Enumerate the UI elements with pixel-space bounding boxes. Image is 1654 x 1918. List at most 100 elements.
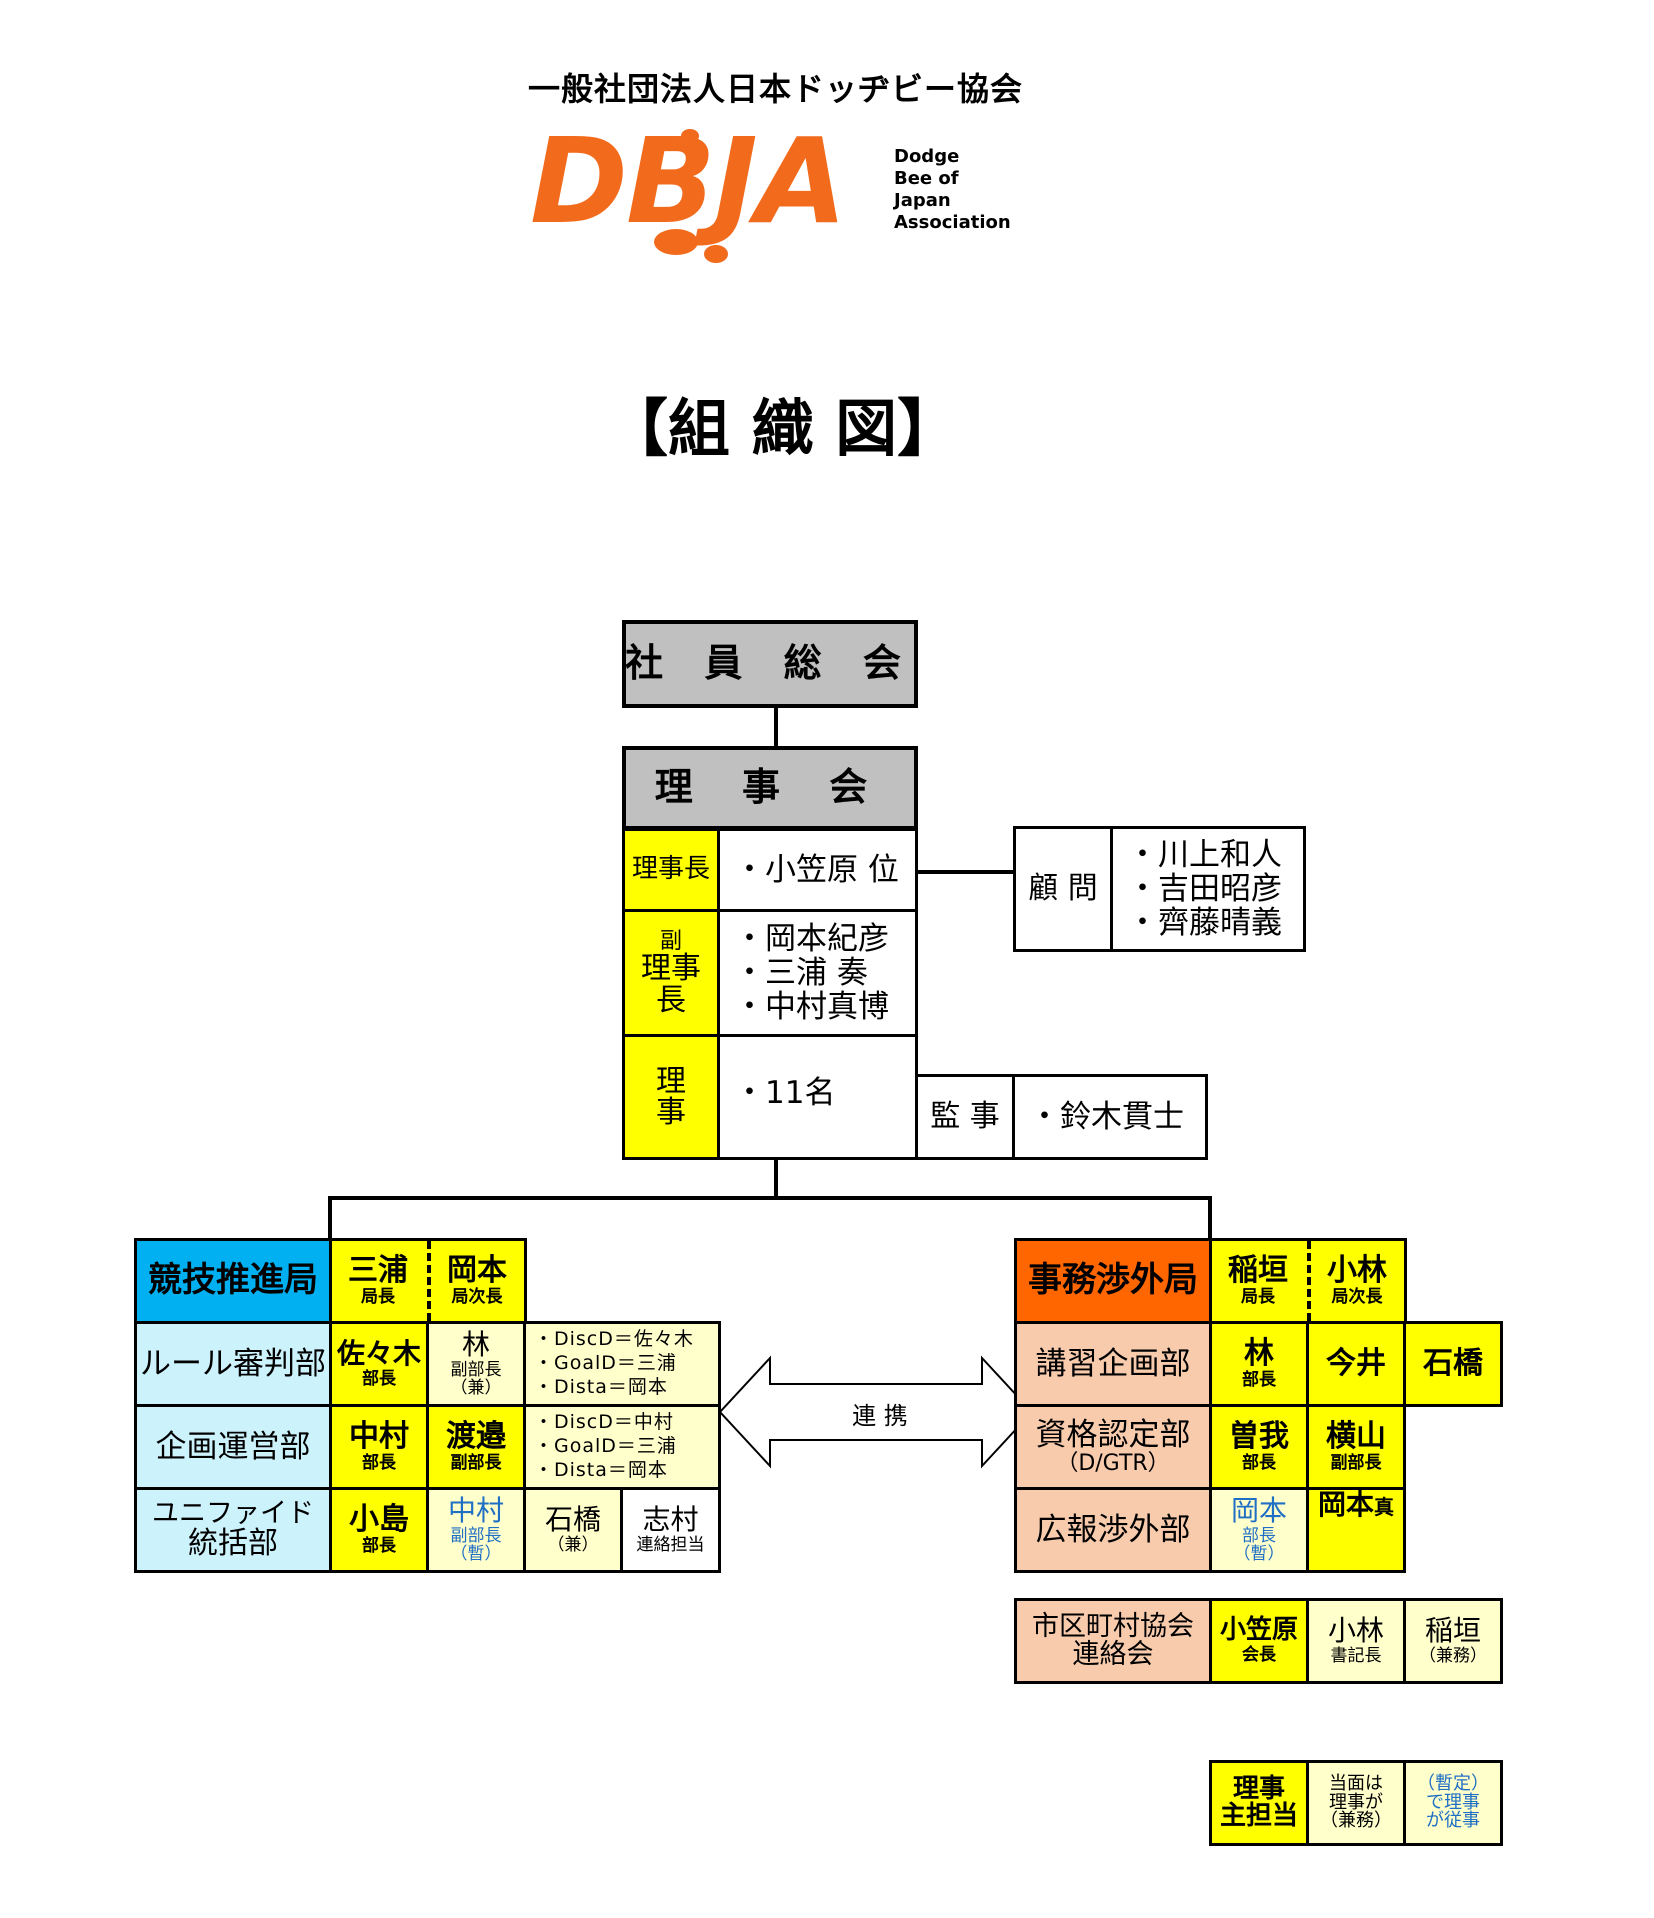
council-name: 市区町村協会 [1032, 1610, 1194, 1642]
member-role: 部長 [1242, 1525, 1276, 1546]
member-role: 副部長 [450, 1525, 502, 1546]
note-line: ・GoalD＝三浦 [534, 1435, 677, 1458]
left-bureau-name: 競技推進局 [148, 1260, 318, 1301]
dept-training: 講習企画部 [1035, 1345, 1191, 1382]
member-role-note: （暫） [1233, 1543, 1285, 1564]
member-name-suffix: 真 [1374, 1495, 1394, 1519]
member-cell: 中村 部長 [329, 1404, 429, 1490]
note-line: ・Dista＝岡本 [534, 1375, 668, 1398]
member-name: 今井 [1326, 1346, 1386, 1382]
advisor-name: ・齊藤晴義 [1127, 905, 1282, 942]
legend-text: 理事が [1329, 1791, 1383, 1813]
right-bureau-head-cell [1209, 1238, 1407, 1324]
dept-rules-cell: ルール審判部 [134, 1321, 332, 1407]
member-name: 渡邉 [446, 1419, 506, 1455]
legend-text: 理事 [1232, 1773, 1285, 1804]
legend-provisional: （暫定） で理事 が従事 [1403, 1760, 1503, 1846]
connector [912, 870, 1016, 874]
vice-name: ・岡本紀彦 [734, 920, 889, 957]
dept-pr-cell: 広報渉外部 [1014, 1487, 1212, 1573]
director-label: 理 [656, 1063, 686, 1099]
dept-unified-cell: ユニファイド 統括部 [134, 1487, 332, 1573]
member-role: 副部長 [1330, 1452, 1382, 1473]
legend-primary: 理事 主担当 [1209, 1760, 1309, 1846]
member-role: 部長 [1242, 1369, 1276, 1390]
logo-bubble [704, 245, 728, 263]
member-name: 石橋 [1423, 1346, 1483, 1382]
member-role-note: （兼） [450, 1377, 502, 1398]
council-name: 連絡会 [1072, 1639, 1154, 1670]
director-label-cell: 理 事 [622, 1034, 720, 1160]
director-count: ・11名 [734, 1075, 836, 1111]
auditor-label: 監 事 [930, 1099, 1000, 1135]
member-name: 横山 [1326, 1419, 1386, 1455]
auditor-name: ・鈴木貫士 [1029, 1098, 1184, 1135]
dept-unified: ユニファイド [152, 1498, 314, 1530]
member-name: 岡本 [1230, 1494, 1287, 1528]
member-name: 佐々木 [336, 1337, 421, 1371]
logo-sub-line: Bee of [894, 167, 959, 189]
general-meeting-label: 社 員 総 会 [625, 641, 915, 686]
board-box: 理 事 会 [622, 746, 918, 830]
right-head: 稲垣 局長 [1209, 1238, 1307, 1324]
left-head-role: 局長 [361, 1286, 395, 1307]
page-title: 【組 織 図】 [606, 392, 960, 465]
member-name: 中村 [349, 1419, 409, 1455]
advisor-name: ・吉田昭彦 [1127, 870, 1282, 907]
director-count-cell: ・11名 [717, 1034, 918, 1160]
dept-rules: ルール審判部 [140, 1345, 326, 1382]
member-role: 書記長 [1330, 1645, 1382, 1666]
link-label: 連 携 [852, 1402, 908, 1430]
advisor-names-cell: ・川上和人 ・吉田昭彦 ・齊藤晴義 [1110, 826, 1306, 952]
member-cell: 林 部長 [1209, 1321, 1309, 1407]
member-cell: 渡邉 副部長 [426, 1404, 526, 1490]
member-cell: 今井 [1306, 1321, 1406, 1407]
vice-label: 理事 [641, 951, 701, 987]
right-deputy-role: 局次長 [1331, 1286, 1383, 1307]
logo-sub-line: Association [894, 211, 1011, 233]
logo-sub-line: Dodge [894, 146, 960, 167]
member-cell: 小笠原 会長 [1209, 1598, 1309, 1684]
chair-label: 理事長 [631, 854, 710, 885]
notes-cell: ・DiscD＝佐々木 ・GoalD＝三浦 ・Dista＝岡本 [523, 1321, 721, 1407]
dept-planning-cell: 企画運営部 [134, 1404, 332, 1490]
note-line: ・Dista＝岡本 [534, 1458, 668, 1481]
dbja-logo: DBJA [530, 120, 847, 263]
left-deputy-role: 局次長 [451, 1286, 503, 1307]
note-line: ・DiscD＝中村 [534, 1411, 674, 1434]
member-cell: 稲垣 （兼務） [1403, 1598, 1503, 1684]
advisor-label: 顧 問 [1028, 871, 1098, 907]
dept-certification-sub: （D/GTR） [1056, 1450, 1170, 1476]
logo-sub: Dodge Bee of Japan Association [894, 146, 1011, 234]
member-role: 連絡担当 [636, 1534, 705, 1555]
member-cell: 石橋 [1403, 1321, 1503, 1407]
logo-bubble [681, 129, 699, 143]
member-name: 小笠原 [1219, 1615, 1298, 1646]
member-role: （兼） [547, 1534, 599, 1555]
member-name: 小島 [349, 1502, 409, 1538]
legend-concurrent: 当面は 理事が （兼務） [1306, 1760, 1406, 1846]
org-name: 一般社団法人日本ドッヂビー協会 [528, 70, 1024, 108]
member-name: 曽我 [1229, 1419, 1289, 1455]
dept-unified: 統括部 [188, 1526, 278, 1562]
left-bureau-name-cell: 競技推進局 [134, 1238, 332, 1324]
board-label: 理 事 会 [654, 765, 886, 810]
dept-pr: 広報渉外部 [1035, 1511, 1191, 1548]
left-bureau-head-cell [329, 1238, 527, 1324]
member-name: 石橋 [544, 1503, 601, 1537]
left-deputy-name: 岡本 [447, 1253, 507, 1289]
advisor-name: ・川上和人 [1127, 836, 1282, 873]
vice-name: ・三浦 奏 [734, 954, 868, 991]
member-name: 稲垣 [1424, 1614, 1481, 1648]
member-name: 林 [461, 1328, 490, 1362]
notes-cell: ・DiscD＝中村 ・GoalD＝三浦 ・Dista＝岡本 [523, 1404, 721, 1490]
member-cell: 中村 副部長 （暫） [426, 1487, 526, 1573]
left-head-name: 三浦 [348, 1253, 408, 1289]
member-cell: 岡本 部長 （暫） [1209, 1487, 1309, 1573]
member-name: 林 [1244, 1336, 1274, 1372]
chair-name: ・小笠原 位 [734, 851, 899, 888]
divider [427, 1241, 431, 1321]
member-cell: 林 副部長 （兼） [426, 1321, 526, 1407]
right-head-role: 局長 [1241, 1286, 1275, 1307]
legend-text: が従事 [1426, 1810, 1480, 1832]
